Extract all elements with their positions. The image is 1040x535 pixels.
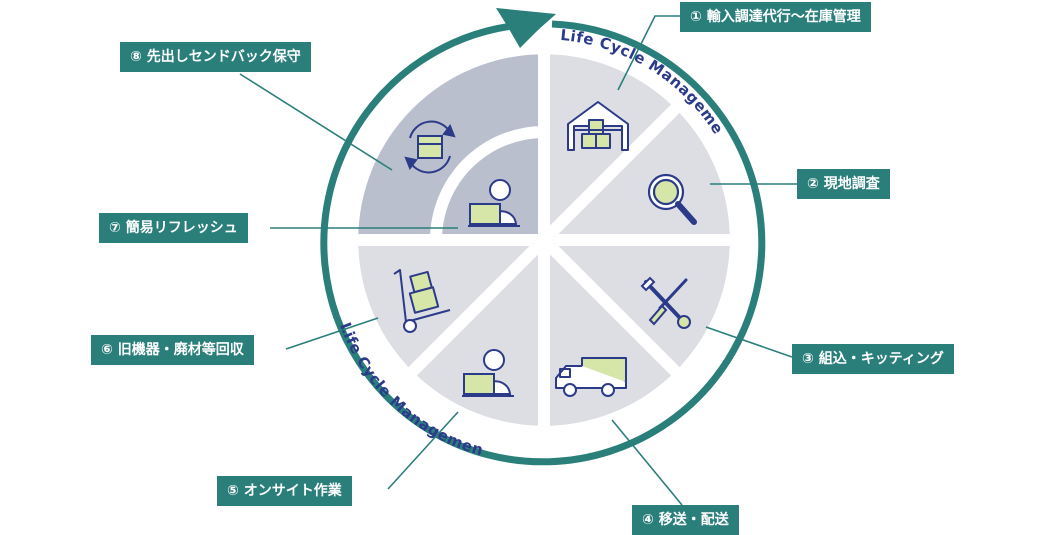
tools-icon: [640, 276, 691, 329]
sector-3: [544, 240, 730, 372]
step-label-3: ③ 組込・キッティング: [792, 344, 954, 374]
sector-5: [412, 240, 544, 426]
worker-laptop-icon: [462, 349, 514, 397]
sector-separators: [354, 50, 734, 430]
sector-6: [358, 240, 544, 372]
box-cycle-icon: [404, 120, 456, 174]
step-label-1: ① 輸入調達代行〜在庫管理: [680, 2, 871, 32]
magnifier-icon: [647, 173, 697, 225]
step-label-2: ② 現地調査: [797, 169, 890, 199]
step-label-8: ⑧ 先出しセンドバック保守: [120, 42, 311, 72]
sector-7-8: [358, 54, 544, 241]
step-label-5: ⑤ オンサイト作業: [217, 476, 352, 506]
step-label-7: ⑦ 簡易リフレッシュ: [99, 213, 248, 243]
cycle-arrow-ring: [320, 8, 766, 466]
hand-truck-icon: [393, 269, 451, 333]
wheel-sectors: [354, 50, 734, 430]
truck-icon: [555, 357, 627, 397]
step-label-4: ④ 移送・配送: [632, 505, 739, 535]
warehouse-icon: [567, 101, 629, 151]
step-label-6: ⑥ 旧機器・廃材等回収: [91, 335, 254, 365]
connector-lines: [239, 15, 797, 506]
worker-laptop-icon: [468, 179, 520, 227]
